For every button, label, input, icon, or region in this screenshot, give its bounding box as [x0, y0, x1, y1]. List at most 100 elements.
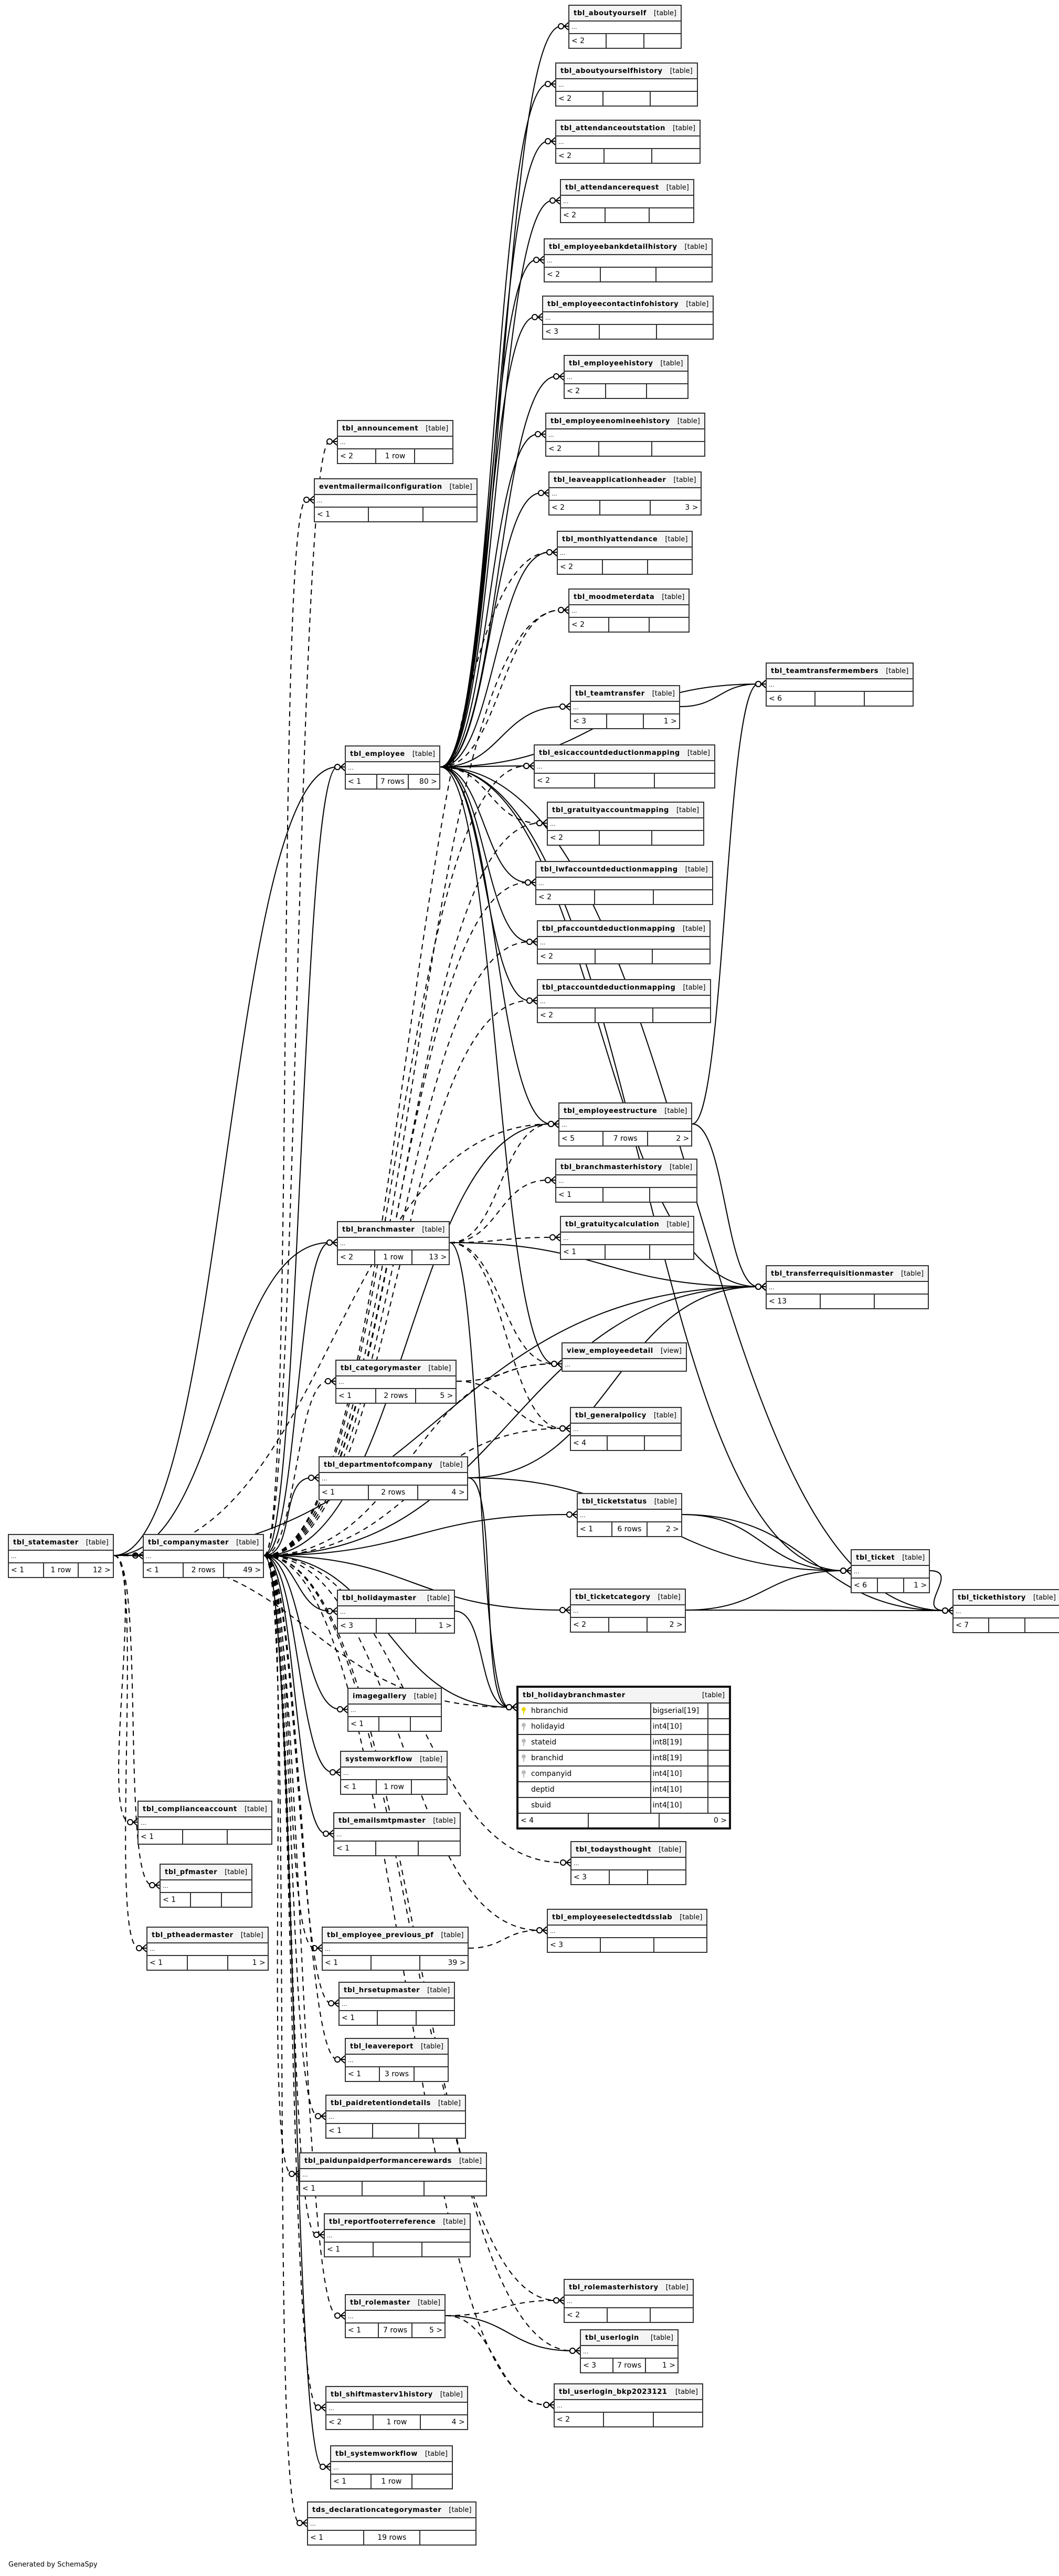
children-link[interactable]	[654, 2413, 702, 2426]
table-header[interactable]: eventmailermailconfiguration [table]	[315, 479, 476, 495]
table-name[interactable]: tbl_employeecontactinfohistory	[547, 300, 679, 308]
column-row[interactable]: sbuid int4[10]	[518, 1798, 729, 1814]
table-header[interactable]: tbl_lwfaccountdeductionmapping [table]	[536, 862, 712, 878]
children-link[interactable]	[657, 325, 713, 339]
table-name[interactable]: tbl_pfaccountdeductionmapping	[542, 924, 675, 933]
table-tbl-holidaymaster[interactable]: tbl_holidaymaster [table]... < 3 1 >	[337, 1590, 455, 1634]
parents-link[interactable]: < 1	[348, 1717, 380, 1731]
table-header[interactable]: tbl_ticketcategory [table]	[571, 1590, 685, 1605]
children-link[interactable]: 2 >	[676, 1134, 690, 1143]
children-link[interactable]	[650, 1188, 696, 1202]
table-tbl-rolemasterhistory[interactable]: tbl_rolemasterhistory [table]... < 2	[564, 2279, 694, 2323]
table-tbl-systemworkflow[interactable]: tbl_systemworkflow [table]... < 1 1 row	[330, 2445, 453, 2489]
table-name[interactable]: tbl_tickethistory	[958, 1593, 1026, 1602]
table-name[interactable]: tbl_aboutyourselfhistory	[560, 67, 663, 75]
table-header[interactable]: tbl_monthlyattendance [table]	[558, 532, 692, 548]
table-name[interactable]: tbl_paidretentiondetails	[331, 2099, 431, 2107]
children-link[interactable]: 80 >	[419, 777, 437, 786]
table-tbl-ticketcategory[interactable]: tbl_ticketcategory [table]... < 2 2 >	[570, 1589, 686, 1633]
table-tbl-departmentofcompany[interactable]: tbl_departmentofcompany [table]... < 1 2…	[319, 1456, 468, 1500]
children-link[interactable]: 0 >	[713, 1816, 727, 1825]
children-link[interactable]	[648, 560, 692, 574]
table-tbl-paidretentiondetails[interactable]: tbl_paidretentiondetails [table]... < 1	[325, 2095, 466, 2139]
children-link[interactable]: 39 >	[448, 1959, 466, 1967]
parents-link[interactable]: < 1	[326, 2124, 373, 2138]
table-tbl-monthlyattendance[interactable]: tbl_monthlyattendance [table]... < 2	[557, 531, 693, 575]
table-tbl-teamtransfer[interactable]: tbl_teamtransfer [table]... < 3 1 >	[570, 685, 680, 729]
table-name[interactable]: tbl_systemworkflow	[335, 2449, 418, 2458]
table-name[interactable]: systemworkflow	[345, 1755, 412, 1763]
table-name[interactable]: tbl_userlogin	[585, 2333, 639, 2342]
table-header[interactable]: tbl_companymaster [table]	[144, 1535, 263, 1551]
table-header[interactable]: tbl_gratuitycalculation [table]	[561, 1217, 694, 1233]
children-link[interactable]	[420, 2531, 475, 2545]
parents-link[interactable]: < 2	[549, 501, 600, 514]
children-link[interactable]	[222, 1893, 251, 1907]
parents-link[interactable]: < 2	[538, 1008, 596, 1022]
table-header[interactable]: tbl_rolemasterhistory [table]	[565, 2280, 693, 2296]
parents-link[interactable]: < 1	[561, 1245, 606, 1259]
parents-link[interactable]: < 2	[571, 1618, 609, 1632]
children-link[interactable]: 2 >	[665, 1525, 679, 1533]
column-row[interactable]: holidayid int4[10]	[518, 1719, 729, 1735]
table-tbl-categorymaster[interactable]: tbl_categorymaster [table]... < 1 2 rows…	[335, 1360, 457, 1404]
table-name[interactable]: tbl_shiftmasterv1history	[331, 2390, 433, 2399]
table-tbl-ticket[interactable]: tbl_ticket [table]... < 6 1 >	[851, 1549, 930, 1593]
children-link[interactable]: 4 >	[451, 2418, 465, 2426]
table-header[interactable]: tbl_rolemaster [table]	[346, 2295, 445, 2311]
table-tbl-ptheadermaster[interactable]: tbl_ptheadermaster [table]... < 1 1 >	[146, 1927, 269, 1971]
parents-link[interactable]: < 1	[300, 2182, 363, 2195]
table-header[interactable]: tbl_tickethistory [table]	[954, 1590, 1059, 1606]
table-name[interactable]: tbl_companymaster	[148, 1538, 229, 1547]
table-header[interactable]: tbl_employeenomineehistory [table]	[546, 414, 704, 429]
column-row[interactable]: companyid int4[10]	[518, 1767, 729, 1782]
table-systemworkflow[interactable]: systemworkflow [table]... < 1 1 row	[340, 1751, 448, 1795]
table-tbl-esicaccountdeductionmapping[interactable]: tbl_esicaccountdeductionmapping [table].…	[534, 744, 715, 788]
table-tbl-aboutyourselfhistory[interactable]: tbl_aboutyourselfhistory [table]... < 2	[555, 62, 698, 107]
parents-link[interactable]: < 1	[325, 2243, 374, 2256]
table-name[interactable]: tbl_attendancerequest	[565, 183, 659, 192]
table-tbl-employee[interactable]: tbl_employee [table]... < 1 7 rows 80 >	[345, 745, 440, 790]
table-name[interactable]: tbl_gratuityaccountmapping	[552, 806, 669, 814]
table-tbl-tickethistory[interactable]: tbl_tickethistory [table]... < 7	[952, 1589, 1059, 1633]
table-header[interactable]: tbl_moodmeterdata [table]	[569, 590, 689, 605]
parents-link[interactable]: < 3	[581, 2359, 613, 2372]
parents-link[interactable]: < 1	[9, 1563, 44, 1577]
parents-link[interactable]: < 2	[536, 890, 596, 904]
table-header[interactable]: view_employeedetail [view]	[563, 1343, 686, 1359]
children-link[interactable]: 12 >	[92, 1566, 111, 1574]
table-tbl-reportfooterreference[interactable]: tbl_reportfooterreference [table]... < 1	[324, 2213, 471, 2257]
parents-link[interactable]: < 3	[338, 1619, 377, 1633]
table-name[interactable]: tbl_ticketcategory	[575, 1593, 651, 1601]
parents-link[interactable]: < 3	[548, 1938, 601, 1952]
parents-link[interactable]: < 1	[315, 508, 369, 521]
table-name[interactable]: tbl_employee	[350, 750, 405, 758]
table-header[interactable]: tbl_leaveapplicationheader [table]	[549, 472, 701, 488]
parents-link[interactable]: < 2	[538, 950, 596, 963]
table-name[interactable]: tbl_paidunpaidperformancerewards	[304, 2157, 452, 2165]
table-name[interactable]: tbl_branchmasterhistory	[560, 1163, 662, 1171]
table-header[interactable]: tbl_ticket [table]	[852, 1550, 929, 1566]
children-link[interactable]	[415, 2067, 448, 2081]
children-link[interactable]	[417, 2011, 454, 2025]
children-link[interactable]	[647, 384, 687, 398]
table-name[interactable]: view_employeedetail	[567, 1347, 653, 1355]
table-view-employeedetail[interactable]: view_employeedetail [view]...	[562, 1342, 687, 1372]
parents-link[interactable]: < 1	[323, 1956, 372, 1970]
children-link[interactable]	[419, 1842, 460, 1855]
children-link[interactable]	[648, 1870, 685, 1884]
table-header[interactable]: tbl_branchmaster [table]	[338, 1222, 449, 1238]
table-tbl-employeebankdetailhistory[interactable]: tbl_employeebankdetailhistory [table]...…	[544, 238, 713, 282]
parents-link[interactable]: < 1	[147, 1956, 188, 1970]
table-name[interactable]: tbl_ticket	[856, 1553, 895, 1562]
children-link[interactable]	[422, 2243, 470, 2256]
column-row[interactable]: branchid int8[19]	[518, 1751, 729, 1767]
children-link[interactable]	[651, 92, 697, 106]
table-tbl-teamtransfermembers[interactable]: tbl_teamtransfermembers [table]... < 6	[766, 663, 914, 707]
parents-link[interactable]: < 1	[308, 2531, 365, 2545]
children-link[interactable]	[425, 2182, 486, 2195]
children-link[interactable]	[644, 34, 681, 48]
parents-link[interactable]: < 2	[565, 2308, 608, 2322]
table-header[interactable]: tbl_paidunpaidperformancerewards [table]	[300, 2153, 486, 2169]
table-tbl-paidunpaidperformancerewards[interactable]: tbl_paidunpaidperformancerewards [table]…	[299, 2152, 488, 2196]
